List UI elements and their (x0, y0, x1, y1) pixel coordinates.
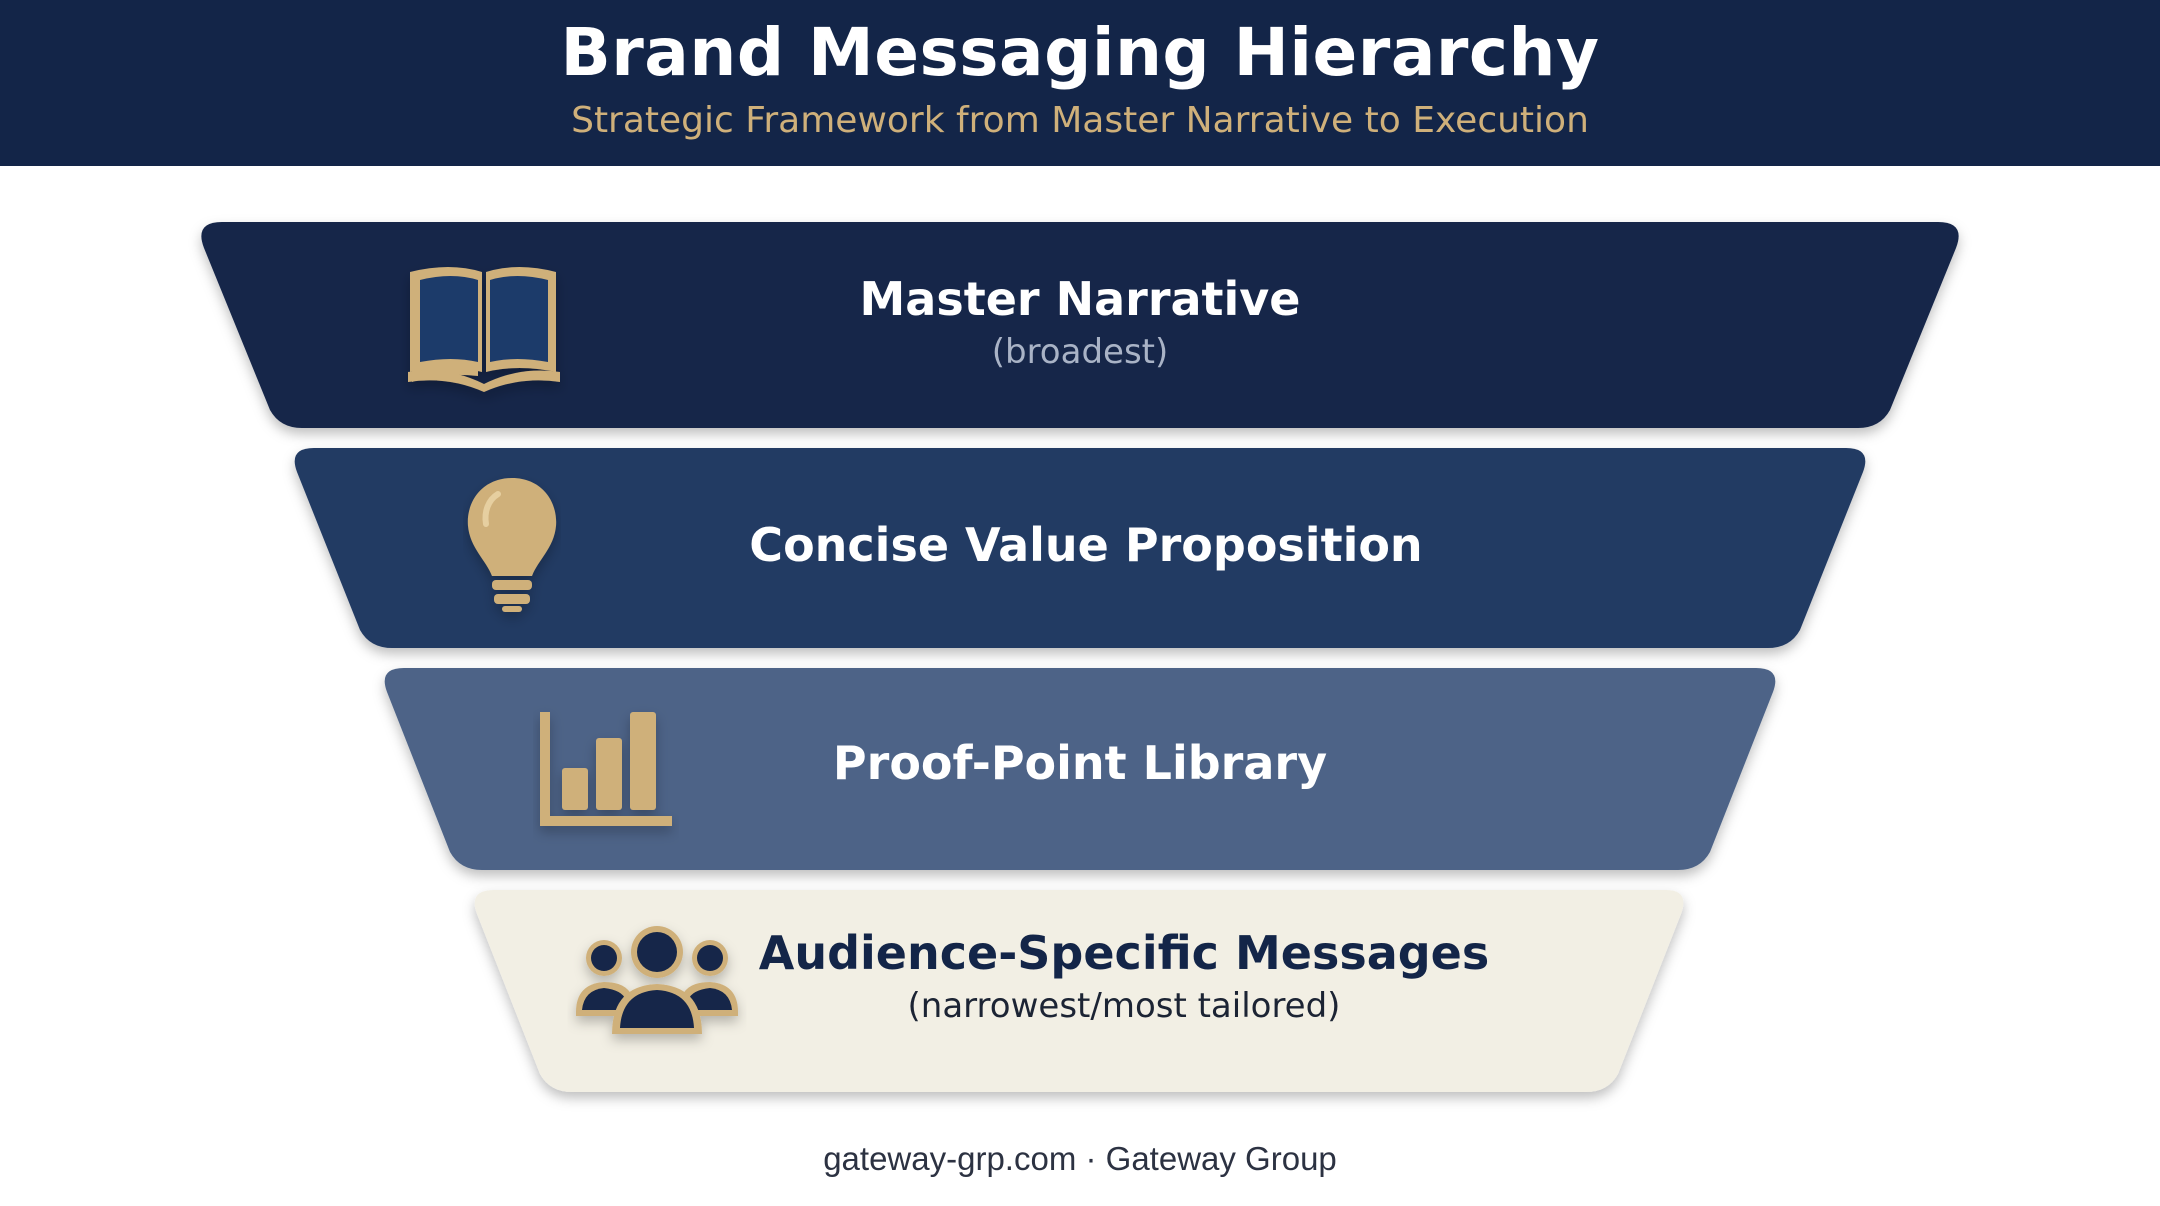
tier-value-proposition: Concise Value Proposition (749, 518, 1422, 572)
tier-title: Audience-Specific Messages (758, 926, 1490, 980)
footer: gateway-grp.com · Gateway Group (0, 1140, 2160, 1178)
page-subtitle: Strategic Framework from Master Narrativ… (571, 100, 1589, 141)
tier-subtitle: (narrowest/most tailored) (907, 986, 1341, 1026)
tier-proof-point-band (384, 668, 1776, 870)
tier-proof-point-library: Proof-Point Library (833, 736, 1327, 790)
tier-value-proposition-band (294, 448, 1866, 648)
tier-title: Master Narrative (859, 272, 1301, 326)
bar-chart-icon (540, 712, 672, 826)
footer-site-link[interactable]: gateway-grp.com (823, 1140, 1077, 1177)
footer-separator: · (1085, 1140, 1097, 1177)
lightbulb-icon (467, 478, 557, 612)
tier-title: Proof-Point Library (832, 736, 1328, 790)
tier-title: Concise Value Proposition (749, 518, 1423, 572)
tier-master-narrative-band (201, 222, 1959, 428)
tier-subtitle: (broadest) (991, 332, 1169, 372)
tier-audience-specific: Audience-Specific Messages (narrowest/mo… (759, 926, 1490, 1026)
footer-company: Gateway Group (1105, 1140, 1337, 1177)
header-banner: Brand Messaging Hierarchy Strategic Fram… (0, 0, 2160, 166)
people-group-icon (576, 926, 738, 1034)
book-icon (408, 267, 560, 392)
page-title: Brand Messaging Hierarchy (560, 14, 1600, 91)
tier-audience-specific-band (474, 890, 1684, 1092)
tier-master-narrative: Master Narrative (broadest) (860, 272, 1301, 372)
